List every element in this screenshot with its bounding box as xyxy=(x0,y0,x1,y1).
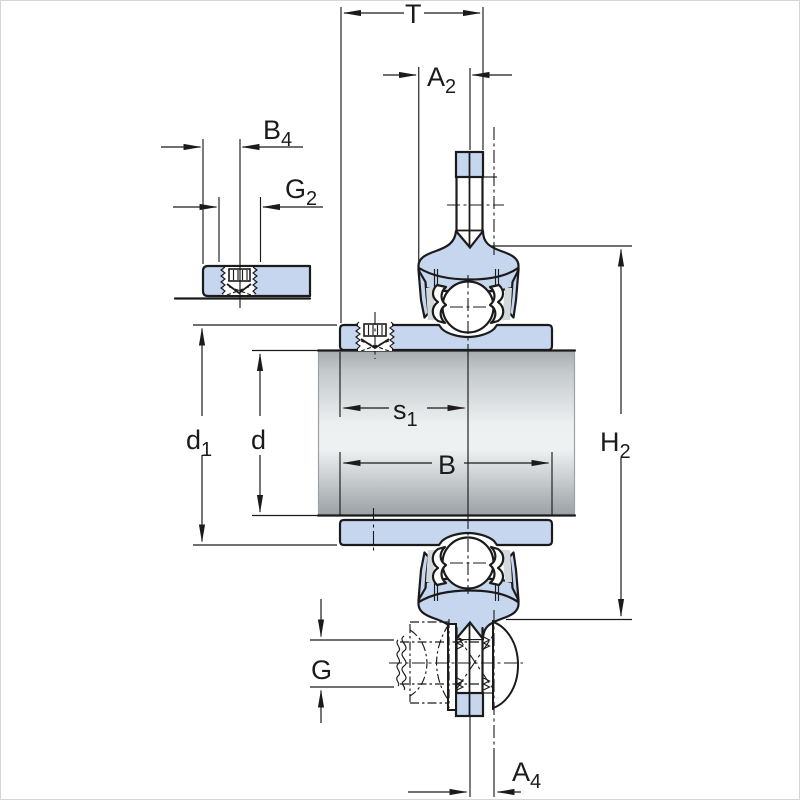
detail-inner-ring-section xyxy=(173,264,312,300)
dim-label-A4: A4 xyxy=(512,757,541,793)
dimension-H2: H2 xyxy=(600,248,631,618)
dim-label-d1: d1 xyxy=(186,425,212,461)
spherical-washer xyxy=(447,620,520,711)
lower-left-seal xyxy=(431,545,448,587)
dim-label-d: d xyxy=(251,425,266,455)
dim-label-A2: A2 xyxy=(427,62,456,98)
dim-label-H2: H2 xyxy=(600,427,631,463)
dim-label-G2: G2 xyxy=(285,174,317,210)
dimension-A4: A4 xyxy=(408,757,541,796)
centerlines xyxy=(372,127,504,750)
dimensions: T A2 B4 G2 s1 B xyxy=(161,0,632,797)
lower-bearing-assembly xyxy=(338,518,554,718)
dim-label-G: G xyxy=(311,655,332,685)
upper-left-seal xyxy=(431,283,448,325)
hex-nut-phantom xyxy=(389,619,523,708)
dimension-A2: A2 xyxy=(383,62,512,98)
dimension-G2: G2 xyxy=(173,174,323,211)
dimension-B: B xyxy=(342,450,550,480)
dimension-s1: s1 xyxy=(342,395,466,431)
lower-right-seal xyxy=(488,545,505,587)
dim-label-T: T xyxy=(405,0,422,29)
washer-dome xyxy=(492,620,520,710)
upper-mounting-stud xyxy=(454,150,497,246)
dim-label-B: B xyxy=(438,450,456,480)
upper-right-seal xyxy=(488,283,505,325)
dimension-B4: B4 xyxy=(161,115,303,151)
dimension-G: G xyxy=(311,599,332,723)
dimension-T: T xyxy=(342,0,482,29)
dim-label-B4: B4 xyxy=(263,115,292,151)
detail-grub-screw xyxy=(220,266,258,296)
dimension-d1: d1 xyxy=(186,327,212,543)
dimension-d: d xyxy=(251,352,266,514)
dim-label-s1: s1 xyxy=(393,395,418,431)
shaft xyxy=(316,349,577,517)
upper-bearing-assembly xyxy=(338,150,554,352)
